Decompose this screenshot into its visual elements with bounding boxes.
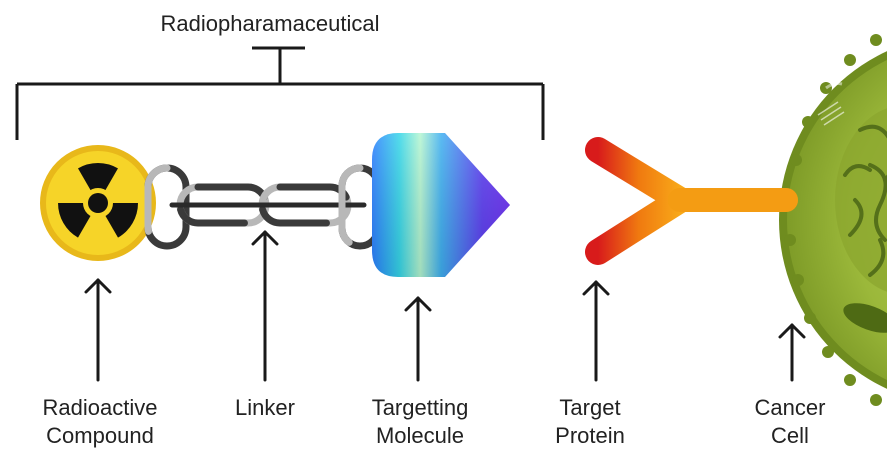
arrow-molecule [404, 296, 432, 382]
label-line: Target [559, 395, 621, 420]
label-line: Cell [771, 423, 809, 448]
label-line: Radioactive [42, 395, 158, 420]
label-radioactive-compound: Radioactive Compound [10, 394, 190, 450]
pointer-arrows [84, 230, 806, 382]
label-targeting-molecule: Targetting Molecule [340, 394, 500, 450]
y-shaped-receptor-icon [585, 137, 798, 265]
label-line: Protein [555, 423, 625, 448]
label-line: Targetting [371, 395, 469, 420]
label-linker: Linker [210, 394, 320, 422]
label-target-protein: Target Protein [525, 394, 655, 450]
arrow-compound [84, 278, 112, 382]
arrow-linker [251, 230, 279, 382]
gradient-arrowhead-icon [372, 133, 510, 277]
label-line: Linker [235, 395, 295, 420]
arrow-cell [778, 323, 806, 382]
arrow-protein [582, 280, 610, 382]
cancer-cell-icon [779, 34, 887, 406]
diagram-title: Radiopharamaceutical [160, 11, 380, 36]
radiopharmaceutical-bracket [15, 46, 545, 140]
chain-link-icon [144, 164, 382, 250]
label-cancer-cell: Cancer Cell [730, 394, 850, 450]
label-line: Molecule [375, 423, 465, 448]
label-line: Cancer [754, 395, 826, 420]
label-line: Compound [46, 423, 154, 448]
radiation-trefoil-icon [40, 145, 156, 261]
